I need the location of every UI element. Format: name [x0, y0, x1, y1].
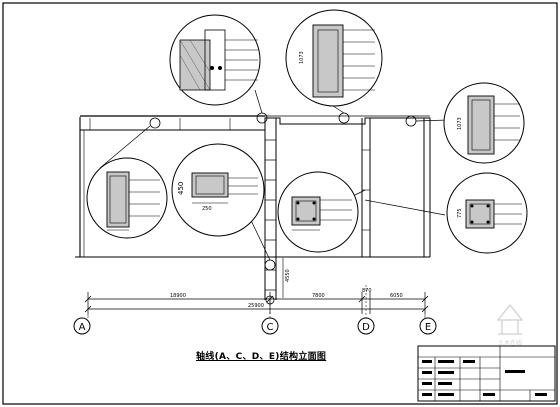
drawing-caption: 轴线(A、C、D、E)结构立面图 [196, 352, 327, 362]
axis-bubble-d: D [357, 317, 375, 335]
column-c [264, 118, 277, 300]
svg-text:250: 250 [202, 206, 212, 212]
dim-total: 25900 [248, 303, 264, 309]
svg-text:E: E [425, 322, 431, 333]
detail-bubble-right-upper: 1073 [443, 82, 525, 164]
axis-bubble-e: E [419, 317, 437, 335]
dim-d-small: 870 [362, 288, 372, 294]
detail-bubble-left [86, 157, 168, 239]
detail-bubble-top-middle: 1073 [285, 9, 383, 107]
detail-bubble-center-right [277, 171, 359, 253]
beam-section-marker-1 [149, 117, 161, 129]
middle-col-dim-label: 450 [177, 182, 185, 195]
svg-text:1073: 1073 [457, 117, 463, 130]
column-d [361, 118, 371, 257]
axis-bubble-c: C [261, 317, 279, 335]
detail-bubble-middle: 450 250 [171, 143, 265, 237]
dim-span-cd: 7800 [312, 293, 325, 299]
svg-text:A: A [79, 322, 86, 333]
dimension-lines [84, 285, 429, 318]
svg-text:775: 775 [457, 208, 463, 218]
dim-span-ac: 18900 [170, 293, 186, 299]
dim-span-de: 6050 [390, 293, 403, 299]
column-e [423, 118, 431, 257]
roof-beam-outline [79, 117, 431, 131]
column-height-label: 4550 [285, 269, 291, 282]
detail-bubble-right-lower: 775 [446, 172, 528, 254]
title-block [417, 345, 556, 402]
svg-text:C: C [267, 322, 274, 333]
watermark-logo: 土木在线 [496, 304, 524, 347]
top-dim-label: 1073 [299, 51, 305, 64]
column-section-marker [264, 259, 276, 271]
svg-text:土木在线: 土木在线 [498, 339, 522, 347]
axis-bubble-a: A [73, 317, 91, 335]
detail-bubble-top-left [169, 14, 261, 106]
beam-section-marker-3 [338, 112, 350, 124]
svg-text:D: D [362, 322, 370, 333]
